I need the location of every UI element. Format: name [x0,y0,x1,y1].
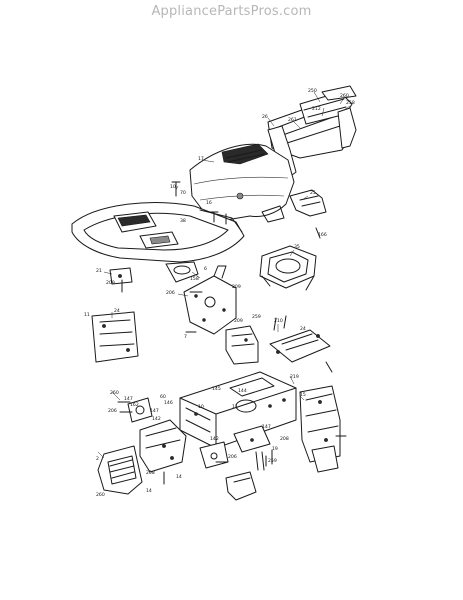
callout-label: 259 [268,458,277,464]
callout-label: 166 [318,232,327,238]
front-axle-bracket-cluster [127,397,187,473]
main-frame-part-1 [179,371,297,449]
hood-part-17 [189,143,295,223]
callout-label: 144 [238,388,247,394]
callout-label: 259 [252,314,261,320]
callout-label: 17 [198,156,204,162]
callout-label: 260 [96,492,105,498]
callout-label: 26 [262,114,268,120]
hood-mount-bracket [165,261,199,283]
callout-label: 70 [180,190,186,196]
callout-label: 14 [176,474,182,480]
callout-label: 24 [114,308,120,314]
callout-label: 142 [210,436,219,442]
fasteners [117,181,347,485]
callout-label: 7 [184,334,187,340]
callout-label: 21 [96,268,102,274]
callout-label: 19 [272,446,278,452]
callout-label: 2 [96,456,99,462]
callout-label: 11 [84,312,90,318]
callout-label: 15 [300,392,306,398]
callout-label: 6 [204,266,207,272]
callout-label: 38 [180,218,186,224]
steering-plate-part-6 [183,265,237,335]
callout-label: 16 [206,200,212,206]
callout-label: 209 [232,284,241,290]
callout-label: 250 [308,88,317,94]
fender-pan [71,202,245,263]
callout-label: 209 [234,318,243,324]
cross-plate-24 [269,315,331,363]
callout-label: 208 [280,436,289,442]
callout-label: 145 [212,386,221,392]
callout-label: 10 [170,184,176,190]
callout-label: 147 [150,408,159,414]
callout-label: 10 [198,404,204,410]
callout-leaders [97,91,351,459]
callout-label: 206 [166,290,175,296]
callout-label: 142 [152,416,161,422]
callout-label: 260 [110,390,119,396]
callout-label: 208 [146,470,155,476]
callout-label: 209 [106,280,115,286]
steering-tray-part-35 [259,245,317,291]
callout-label: 261 [288,117,297,123]
callout-label: 210 [274,318,283,324]
front-grille-panel-2 [97,445,143,495]
watermark-text: AppliancePartsPros.com [151,4,312,19]
callout-label: 24 [300,326,306,332]
callout-label: 147 [262,424,271,430]
callout-label: 212 [312,106,321,112]
callout-label: 35 [294,244,300,250]
seat-support-bracket [289,189,327,217]
right-side-panel-15 [299,385,341,473]
mounting-bracket-259 [225,325,259,365]
callout-label: 146 [164,400,173,406]
callout-labels: 250 260 258 212 261 26 17 10 70 16 38 25… [84,88,355,498]
callout-label: 60 [160,394,166,400]
callout-label: 206 [228,454,237,460]
rear-grille-assembly [267,85,357,179]
callout-label: 162 [130,402,139,408]
callout-label: 219 [290,374,299,380]
left-side-panel-11 [91,311,139,363]
callout-label: 14 [146,488,152,494]
callout-label: 258 [346,100,355,106]
callout-label: 158 [190,276,199,282]
callout-label: 11 [232,404,238,410]
callout-label: 206 [108,408,117,414]
lower-bracket-21 [109,267,133,285]
callout-label: 25 [310,190,316,196]
callout-label: 147 [124,396,133,402]
callout-label: 260 [340,93,349,99]
